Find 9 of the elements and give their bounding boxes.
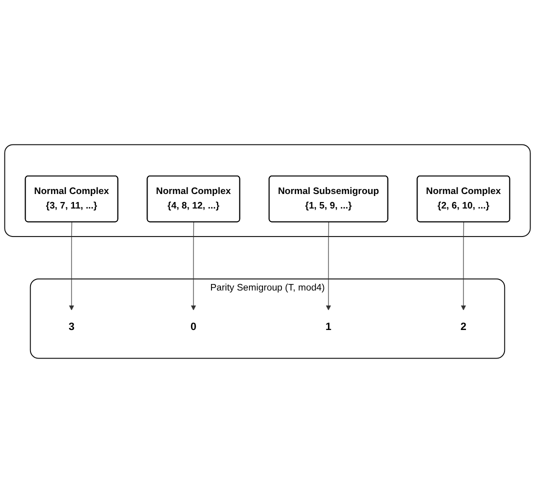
node-text: 1 (326, 320, 332, 332)
node-text: 0 (190, 320, 196, 332)
arrow (460, 222, 466, 310)
arrow (326, 222, 332, 310)
node-text: 2 (460, 320, 466, 332)
node-text: 3 (68, 320, 74, 332)
arrow (190, 222, 196, 310)
cluster (4, 144, 531, 237)
arrow (68, 222, 74, 310)
